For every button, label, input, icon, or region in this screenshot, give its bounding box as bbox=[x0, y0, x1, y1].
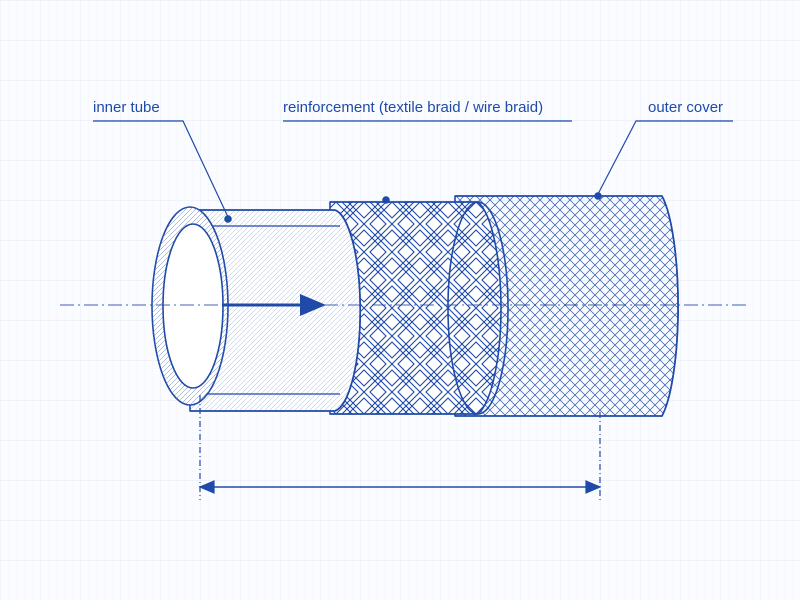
leader-outer-cover bbox=[594, 120, 733, 200]
label-outer-cover: outer cover bbox=[648, 99, 724, 116]
label-inner-tube: inner tube bbox=[93, 99, 160, 116]
dimension-arrow-icon bbox=[198, 395, 602, 500]
label-reinforcement: reinforcement (textile braid / wire brai… bbox=[283, 99, 544, 116]
flow-arrow-icon bbox=[222, 294, 326, 316]
leader-reinforcement bbox=[283, 120, 572, 204]
leader-inner-tube bbox=[93, 120, 232, 223]
